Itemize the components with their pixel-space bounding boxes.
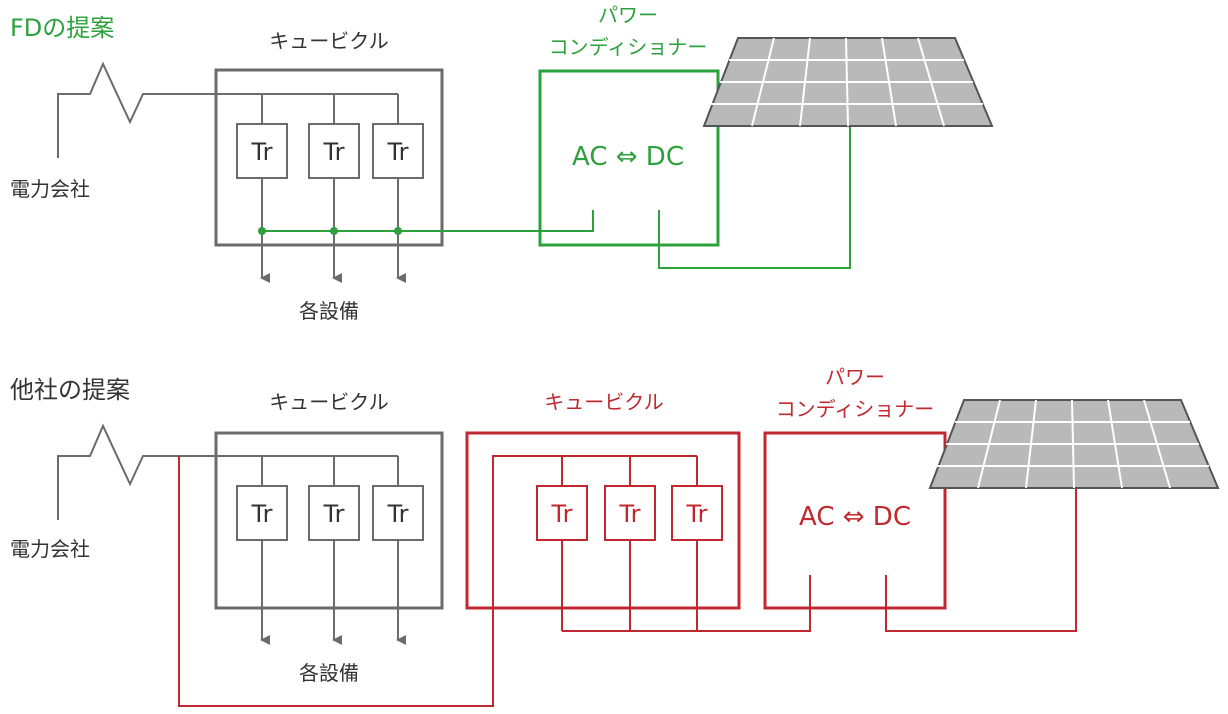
other-section: 他社の提案 電力会社 キュービクル Tr Tr Tr 各設備 キュービクル Tr <box>10 365 1220 707</box>
fd-green-connection <box>262 210 594 232</box>
fd-junction-3 <box>394 227 402 235</box>
other-dc-line <box>885 488 1077 632</box>
other-cubicle2-label: キュービクル <box>544 390 663 414</box>
fd-cubicle-box <box>214 68 444 247</box>
fd-transformer-3-label: Tr <box>387 138 409 166</box>
other-transformer-3-label: Tr <box>387 500 409 528</box>
other-power-company-label: 電力会社 <box>10 537 90 561</box>
other-pcs-label-line2: コンディショナー <box>776 397 935 421</box>
other-pcs-box <box>763 431 947 610</box>
other-equipment-label: 各設備 <box>299 661 359 685</box>
fd-pcs-text: AC ⇔ DC <box>572 142 684 172</box>
other-transformer2-1-label: Tr <box>551 500 573 528</box>
other-cubicle-box <box>214 431 444 610</box>
other-transformer2-3 <box>671 485 723 541</box>
fd-pcs-label-line1: パワー <box>598 3 658 27</box>
fd-equipment-label: 各設備 <box>299 299 359 323</box>
fd-transformer-2-label: Tr <box>323 138 345 166</box>
other-transformer2-2 <box>604 485 656 541</box>
other-transformer-3 <box>372 485 424 541</box>
other-transformer-1-label: Tr <box>251 500 273 528</box>
fd-transformer-1 <box>236 123 288 179</box>
other-red-output-bus <box>562 575 811 632</box>
fd-pcs-box <box>538 69 720 247</box>
other-title: 他社の提案 <box>10 376 130 404</box>
fd-utility-line <box>57 61 262 158</box>
fd-power-company-label: 電力会社 <box>10 177 90 201</box>
other-transformer-2 <box>308 485 360 541</box>
fd-junction-1 <box>258 227 266 235</box>
other-red-loop <box>178 455 563 707</box>
other-solar-panel <box>928 399 1220 489</box>
fd-dc-line <box>658 126 851 269</box>
other-pcs-text: AC ⇔ DC <box>799 502 911 532</box>
fd-title: FDの提案 <box>10 14 114 42</box>
fd-pcs-label-line2: コンディショナー <box>549 35 708 59</box>
fd-section: FDの提案 電力会社 キュービクル Tr Tr Tr 各設備 パワー コンディシ… <box>10 3 994 323</box>
fd-junction-2 <box>330 227 338 235</box>
fd-cubicle-label: キュービクル <box>269 29 388 53</box>
other-utility-line <box>57 423 262 520</box>
other-cubicle-label: キュービクル <box>269 390 388 414</box>
other-transformer2-3-label: Tr <box>686 500 708 528</box>
other-pcs-label-line1: パワー <box>825 365 885 389</box>
other-transformer-1 <box>236 485 288 541</box>
other-transformer-2-label: Tr <box>323 500 345 528</box>
other-transformer2-2-label: Tr <box>619 500 641 528</box>
other-cubicle2-box <box>465 431 741 610</box>
fd-transformer-1-label: Tr <box>251 138 273 166</box>
fd-solar-panel <box>702 37 994 127</box>
